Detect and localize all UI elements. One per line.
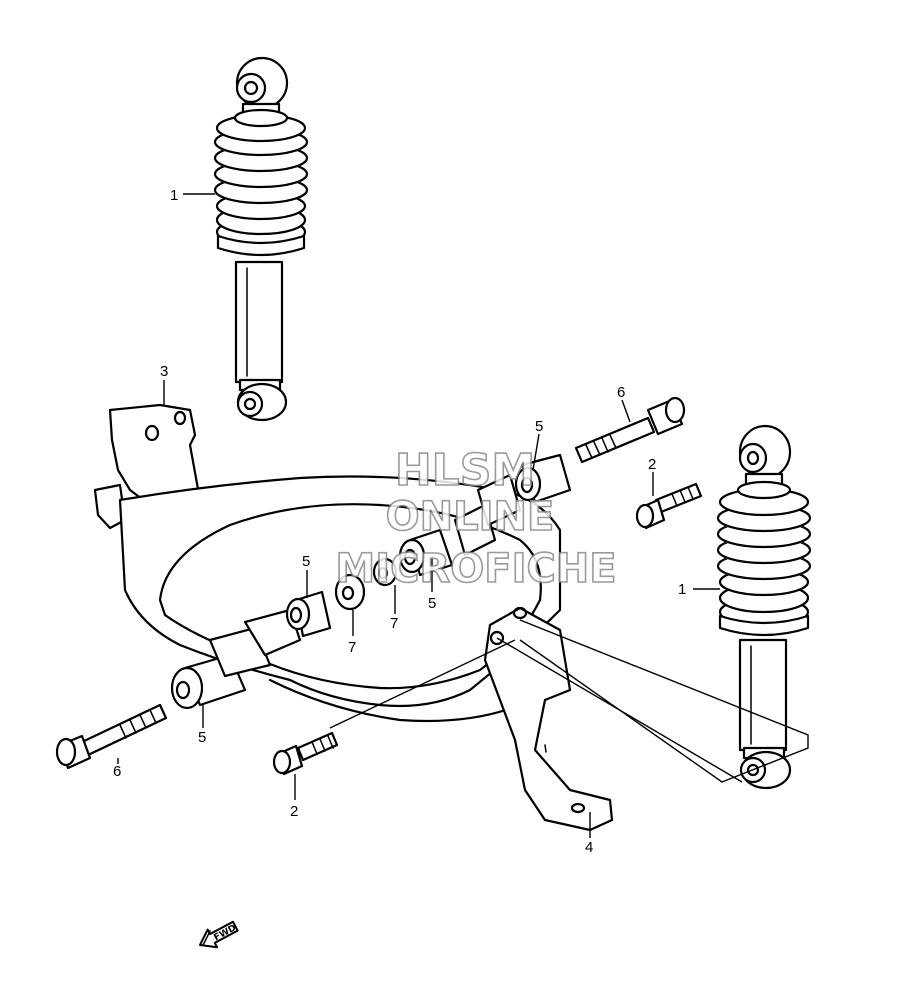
watermark-line-1: HLSM xyxy=(395,445,535,496)
callout-4-bracket: 4 xyxy=(585,839,593,856)
bushing-middle-a[interactable] xyxy=(285,590,332,638)
callout-5-bushing-lower: 5 xyxy=(198,729,206,746)
bolt-long-upper[interactable] xyxy=(574,396,686,464)
callout-7-washer-a: 7 xyxy=(348,639,356,656)
bushing-lower[interactable] xyxy=(170,608,302,710)
watermark-line-3: MICROFICHE xyxy=(335,546,616,592)
bolt-small-lower[interactable] xyxy=(272,731,339,776)
callout-6-bolt-upper: 6 xyxy=(617,384,625,401)
shock-absorber-top-left[interactable] xyxy=(213,56,309,422)
washer-a[interactable] xyxy=(334,573,366,611)
washer-b[interactable] xyxy=(372,557,398,587)
callout-5-bushing-middle-b: 5 xyxy=(428,595,436,612)
callout-1-right: 1 xyxy=(678,581,686,598)
callout-1-top-left: 1 xyxy=(170,187,178,204)
watermark-line-2: ONLINE xyxy=(386,494,555,540)
bracket[interactable] xyxy=(483,606,614,832)
bolt-small-upper[interactable] xyxy=(635,482,703,530)
callout-5-bushing-top: 5 xyxy=(535,418,543,435)
shock-absorber-right[interactable] xyxy=(716,424,812,790)
bolt-long-lower[interactable] xyxy=(55,703,168,770)
callout-2-bolt-lower: 2 xyxy=(290,803,298,820)
callout-6-bolt-lower: 6 xyxy=(113,763,121,780)
fwd-indicator: FWD xyxy=(199,920,239,949)
callout-7-washer-b: 7 xyxy=(390,615,398,632)
arrow-left-down-icon: FWD xyxy=(199,920,239,949)
callout-5-bushing-middle-a: 5 xyxy=(302,553,310,570)
callout-3-swing-frame: 3 xyxy=(160,363,168,380)
callout-2-bolt-upper: 2 xyxy=(648,456,656,473)
